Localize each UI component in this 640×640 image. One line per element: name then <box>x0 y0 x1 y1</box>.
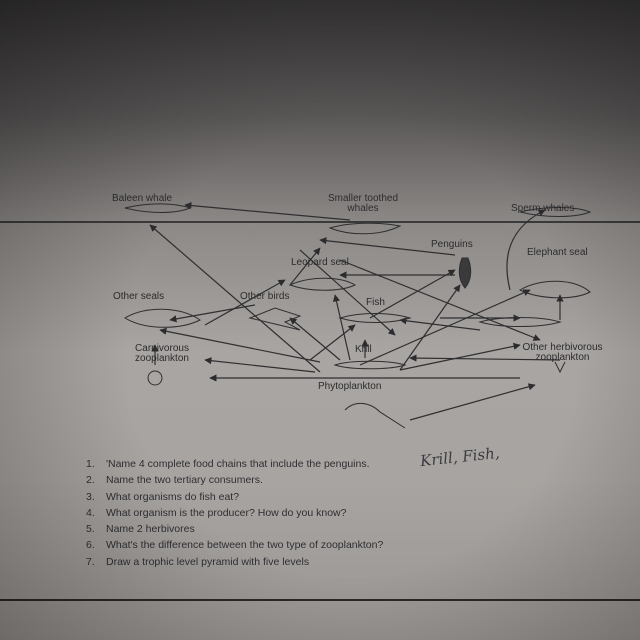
toothed-whale-drawing <box>328 222 402 235</box>
question-text: What organisms do fish eat? <box>106 490 240 503</box>
label-smaller-toothed-line1: Smaller toothed <box>327 193 399 204</box>
bird-drawing <box>248 307 302 331</box>
label-other-herbivorous-zooplankton: Other herbivorous zooplankton <box>505 343 620 363</box>
label-elephant-seal: Elephant seal <box>527 247 588 258</box>
carnivorous-zooplankton-drawing <box>147 370 163 386</box>
label-herbivorous-line1: Other herbivorous <box>522 342 603 353</box>
water-surface-line <box>0 221 640 223</box>
question-item: 2. Name the two tertiary consumers. <box>86 473 606 489</box>
question-item: 7. Draw a trophic level pyramid with five… <box>86 555 606 571</box>
question-number: 2. <box>86 474 95 487</box>
label-herbivorous-line2: zooplankton <box>535 352 590 363</box>
other-seal-drawing <box>124 308 201 328</box>
page-edge-line <box>0 599 640 601</box>
label-sperm-whales: Sperm whales <box>511 203 575 214</box>
question-text: 'Name 4 complete food chains that includ… <box>106 458 370 470</box>
question-number: 4. <box>86 506 95 519</box>
herbivorous-zooplankton-drawing <box>554 361 566 374</box>
krill-drawing <box>333 360 407 370</box>
question-text: What's the difference between the two ty… <box>106 539 384 552</box>
fish-drawing-2 <box>478 317 562 327</box>
baleen-whale-drawing <box>124 203 192 213</box>
question-number: 3. <box>86 490 95 503</box>
question-text: What organism is the producer? How do yo… <box>106 506 347 519</box>
label-phytoplankton: Phytoplankton <box>318 381 382 392</box>
penguin-drawing <box>458 257 472 289</box>
label-smaller-toothed-line2: whales <box>347 203 379 214</box>
fish-drawing <box>338 313 412 323</box>
question-text: Name 2 herbivores <box>106 523 195 536</box>
question-item: 3. What organisms do fish eat? <box>86 490 606 506</box>
sperm-whale-drawing <box>519 207 592 217</box>
question-item: 5. Name 2 herbivores <box>86 522 606 538</box>
question-text: Draw a trophic level pyramid with five l… <box>106 555 310 568</box>
label-carnivorous-line2: zooplankton <box>135 353 189 364</box>
label-other-seals: Other seals <box>113 291 165 302</box>
leopard-seal-drawing <box>288 277 357 291</box>
question-number: 5. <box>86 523 95 536</box>
question-item: 6. What's the difference between the two … <box>86 538 606 554</box>
question-text: Name the two tertiary consumers. <box>106 474 263 487</box>
elephant-seal-drawing <box>518 280 591 299</box>
question-number: 6. <box>86 539 95 552</box>
organism-drawings <box>124 203 592 429</box>
label-fish: Fish <box>366 297 385 308</box>
label-carnivorous-line1: Carnivorous <box>135 343 189 354</box>
label-penguins: Penguins <box>431 239 473 250</box>
label-carnivorous-zooplankton: Carnivorous zooplankton <box>112 344 212 364</box>
phytoplankton-drawing <box>344 403 406 429</box>
question-number: 1. <box>86 458 95 470</box>
question-item: 4. What organism is the producer? How do … <box>86 506 606 522</box>
label-other-birds: Other birds <box>240 291 290 302</box>
label-baleen-whale: Baleen whale <box>112 193 173 204</box>
question-number: 7. <box>86 555 95 568</box>
question-item: 1. 'Name 4 complete food chains that incl… <box>86 457 606 473</box>
feeding-arrows <box>149 202 564 421</box>
label-krill: Krill <box>355 344 372 355</box>
label-leopard-seal: Leopard seal <box>291 257 349 268</box>
label-smaller-toothed-whales: Smaller toothed whales <box>318 194 408 214</box>
question-list: 1. 'Name 4 complete food chains that incl… <box>86 457 606 571</box>
